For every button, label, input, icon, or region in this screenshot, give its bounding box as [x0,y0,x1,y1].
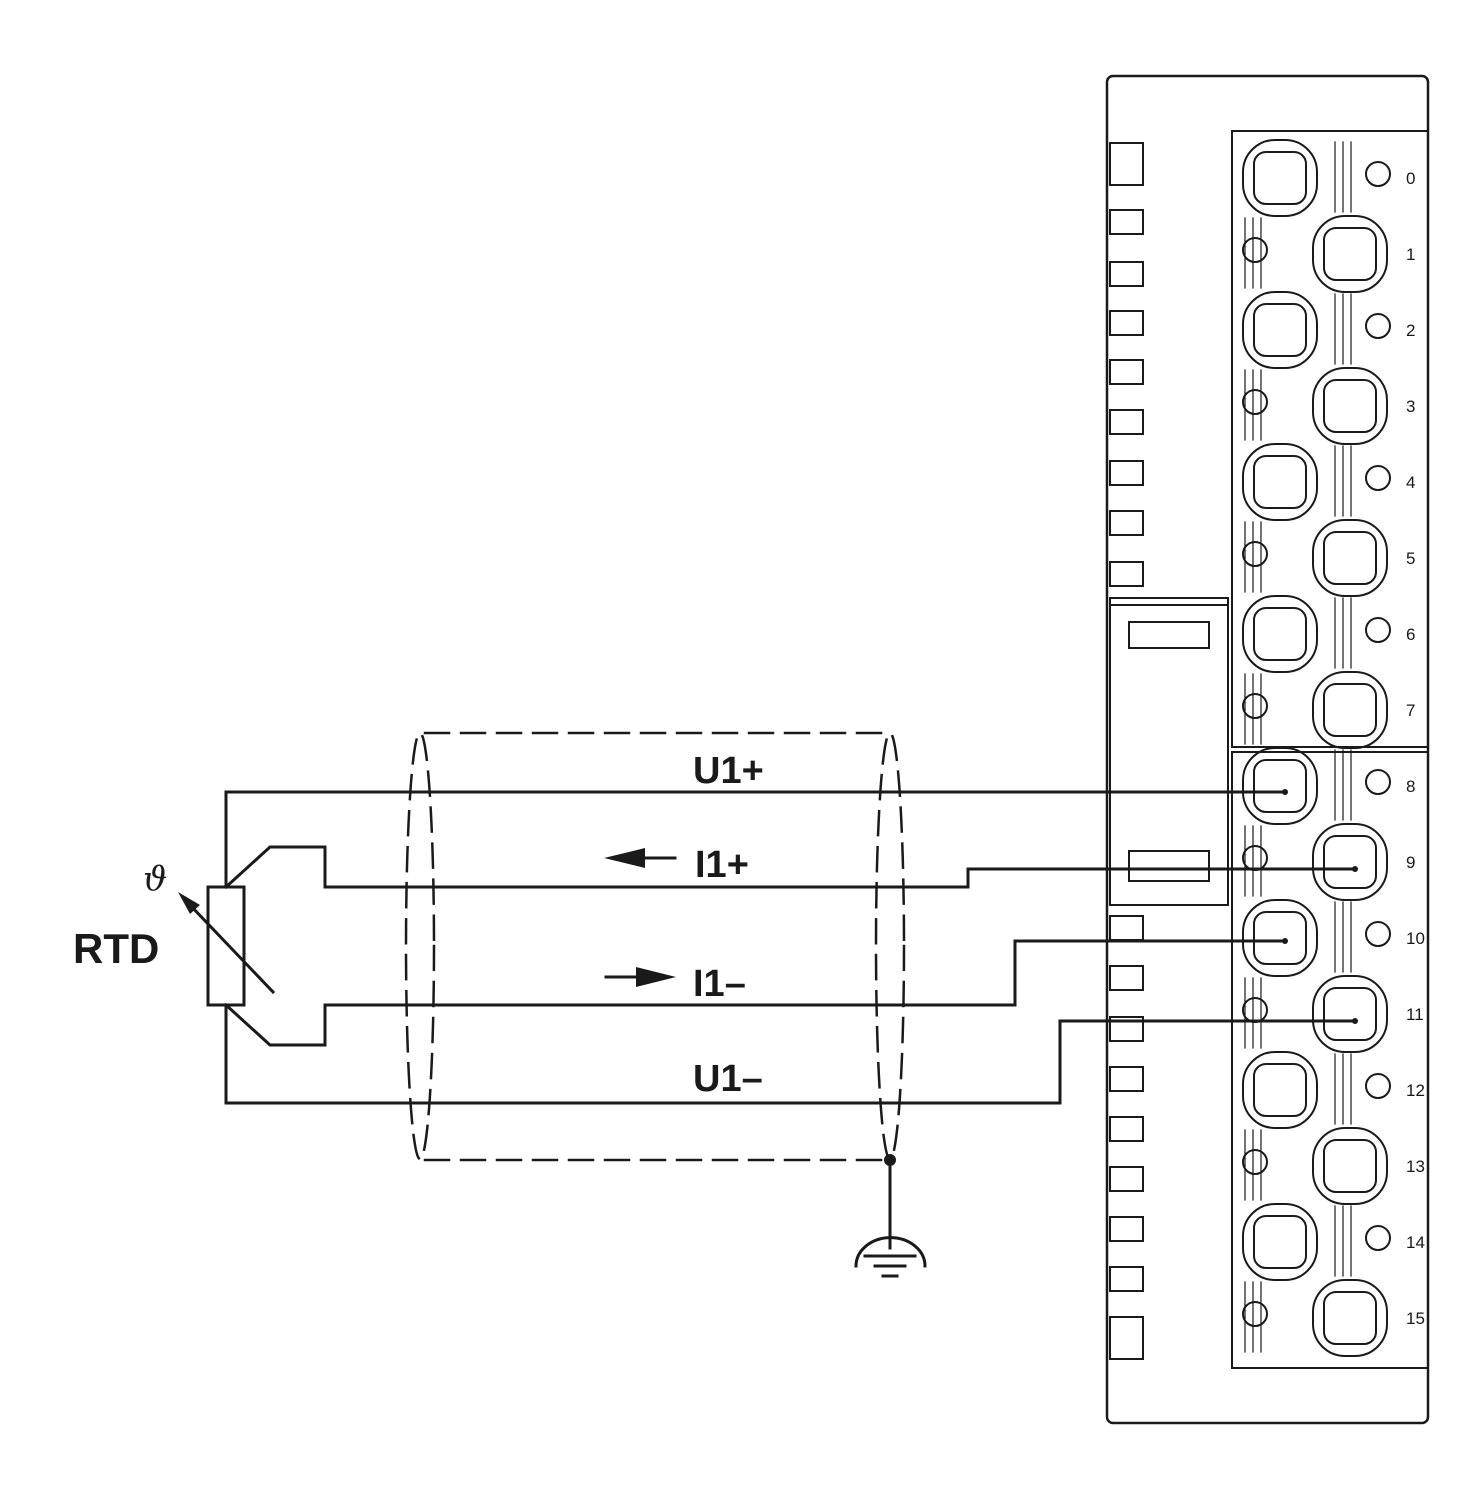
terminal-block-upper [1231,130,1429,748]
terminal-block-lower [1231,751,1429,1369]
release-button[interactable] [1365,465,1391,491]
terminal-contact[interactable] [1242,899,1391,977]
rtd-arrow-head [178,892,200,914]
terminal-contact[interactable] [1242,215,1388,293]
arrow-i1plus-head [604,848,645,868]
terminal-contact[interactable] [1242,1279,1388,1357]
terminal-contact[interactable] [1242,519,1388,597]
module-vent-slots [1109,142,1144,1360]
arrow-i1minus-head [636,967,676,987]
vent-slot [1109,310,1144,336]
rtd-arrow-shaft [187,902,276,995]
module-housing [1105,74,1430,1425]
vent-slot [1109,209,1144,235]
vent-slot [1109,261,1144,287]
terminal-number: 7 [1406,701,1415,720]
terminal-contact[interactable] [1242,823,1388,901]
u1-plus-label: U1+ [693,750,764,792]
vent-slot [1109,460,1144,486]
vent-slot [1109,561,1144,587]
vent-slot [1109,359,1144,385]
cable-shield [404,731,906,1162]
release-button[interactable] [1365,921,1391,947]
wire-rtd-i1plus [223,845,1357,890]
terminal-contacts [1242,139,1391,1357]
rtd-resistor [206,885,246,1007]
vent-slot [1109,1116,1144,1142]
terminal-number: 15 [1406,1309,1425,1328]
terminal-contact[interactable] [1242,1127,1388,1205]
release-button[interactable] [1365,161,1391,187]
vent-slot [1109,409,1144,435]
release-button[interactable] [1365,1225,1391,1251]
module-latch [1109,597,1229,906]
terminal-number: 12 [1406,1081,1425,1100]
terminal-contact[interactable] [1242,747,1391,825]
i1-plus-label: I1+ [695,844,749,886]
release-button[interactable] [1242,1149,1268,1175]
vent-slot [1109,1316,1144,1360]
release-button[interactable] [1242,997,1268,1023]
release-button[interactable] [1242,389,1268,415]
vent-slot [1109,142,1144,186]
terminal-number: 6 [1406,625,1415,644]
vent-slot [1109,1016,1144,1042]
rtd-label: RTD [73,925,159,972]
release-button[interactable] [1242,1301,1268,1327]
vent-slot [1109,915,1144,941]
theta-symbol: ϑ [143,859,167,899]
release-button[interactable] [1365,313,1391,339]
i1-minus-label: I1– [693,963,746,1005]
wire-rtd-bottom [224,1003,1357,1105]
terminal-number: 9 [1406,853,1415,872]
vent-slot [1109,1216,1144,1242]
wire-rtd-i1minus [223,939,1287,1047]
terminal-contact[interactable] [1242,291,1391,369]
terminal-contact[interactable] [1242,595,1391,673]
terminal-contact[interactable] [1242,1203,1391,1281]
vent-slot [1109,1066,1144,1092]
terminal-number: 4 [1406,473,1415,492]
release-button[interactable] [1242,693,1268,719]
release-button[interactable] [1365,617,1391,643]
terminal-number: 10 [1406,929,1425,948]
terminal-number: 11 [1406,1005,1424,1024]
vent-slot [1109,1166,1144,1192]
release-button[interactable] [1365,769,1391,795]
wire-end-markers [1282,789,1358,1024]
release-button[interactable] [1242,845,1268,871]
terminal-number: 2 [1406,321,1415,340]
release-button[interactable] [1242,541,1268,567]
vent-slot [1109,965,1144,991]
terminal-number: 13 [1406,1157,1425,1176]
release-button[interactable] [1365,1073,1391,1099]
u1-minus-label: U1– [693,1058,763,1100]
terminal-number: 3 [1406,397,1415,416]
wire-rtd-top [224,790,1287,889]
terminal-contact[interactable] [1242,975,1388,1053]
vent-slot [1109,510,1144,536]
terminal-number: 5 [1406,549,1415,568]
ground-icon [854,1236,927,1278]
terminal-number: 14 [1406,1233,1425,1252]
release-button[interactable] [1242,237,1268,263]
terminal-number: 1 [1406,245,1415,264]
terminal-number: 0 [1406,169,1415,188]
terminal-contact[interactable] [1242,1051,1391,1129]
terminal-number: 8 [1406,777,1415,796]
terminal-contact[interactable] [1242,367,1388,445]
terminal-contact[interactable] [1242,139,1391,217]
terminal-contact[interactable] [1242,443,1391,521]
terminal-contact[interactable] [1242,671,1388,749]
vent-slot [1109,1266,1144,1292]
